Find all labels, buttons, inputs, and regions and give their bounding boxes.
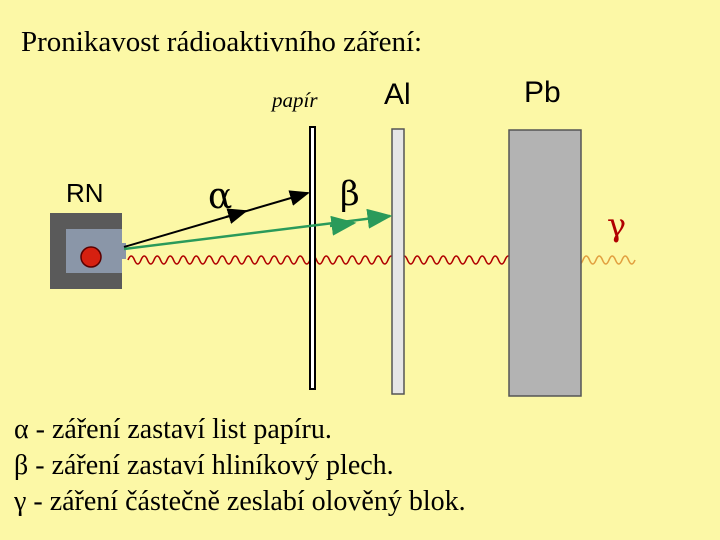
- gamma-symbol: γ: [607, 206, 627, 244]
- radioactive-core: [80, 246, 102, 268]
- source-label: RN: [66, 178, 104, 208]
- lead-block: [508, 129, 582, 397]
- alpha-ray-arrow: [225, 208, 248, 224]
- lead-label: Pb: [524, 76, 561, 109]
- source-opening: [116, 243, 126, 259]
- aluminium-label: Al: [384, 78, 411, 111]
- legend: α - záření zastaví list papíru. β - záře…: [14, 412, 466, 520]
- beta-symbol: β: [340, 174, 360, 214]
- legend-gamma: γ - záření částečně zeslabí olověný blok…: [14, 486, 466, 517]
- legend-alpha: α - záření zastaví list papíru.: [14, 414, 332, 445]
- alpha-symbol: α: [208, 176, 233, 217]
- beta-ray: [123, 208, 393, 251]
- legend-beta: β - záření zastaví hliníkový plech.: [14, 450, 394, 481]
- beta-ray-arrow: [329, 215, 357, 236]
- paper-sheet: [309, 126, 316, 390]
- aluminium-plate: [391, 128, 405, 395]
- radioactive-source: [50, 213, 126, 289]
- gamma-wave-strong: [127, 255, 532, 265]
- alpha-ray: [123, 190, 310, 248]
- paper-label: papír: [272, 88, 318, 112]
- slide-title: Pronikavost rádioaktivního záření:: [21, 26, 423, 58]
